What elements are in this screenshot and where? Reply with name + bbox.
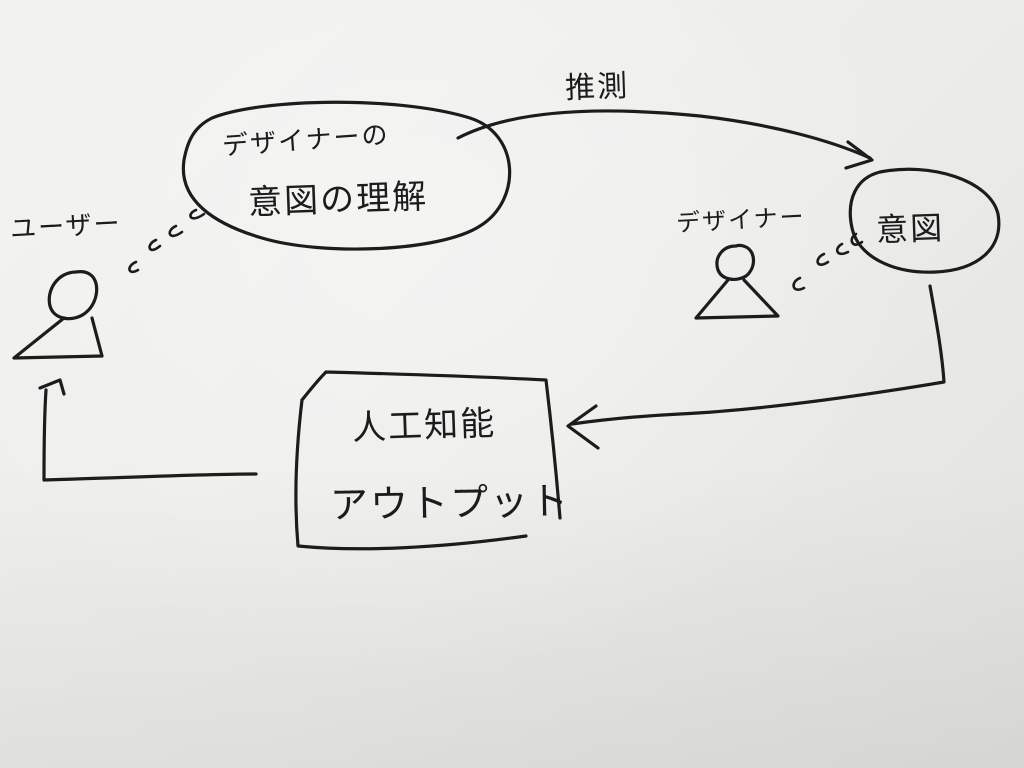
intent-to-output-arrow <box>566 284 946 450</box>
understanding-bubble-outline <box>181 100 512 251</box>
ai-output-line1: 人工知能 <box>351 403 497 449</box>
ai-output-line2: アウトプット <box>329 478 571 528</box>
intent-bubble-outline <box>848 167 1001 274</box>
user-label: ユーザー <box>9 209 123 245</box>
designer-label: デザイナー <box>675 202 807 238</box>
ai-output-box-outline <box>294 370 562 551</box>
user-figure <box>12 270 104 360</box>
designer-figure <box>694 243 780 320</box>
designer-thought-trail <box>792 232 864 291</box>
inference-arrow <box>456 109 874 170</box>
inference-label: 推測 <box>564 68 630 107</box>
user-thought-trail <box>128 208 206 274</box>
intent-bubble-text: 意図 <box>875 208 945 250</box>
understanding-bubble-line2: 意図の理解 <box>247 176 429 224</box>
output-to-user-arrow <box>38 378 258 482</box>
